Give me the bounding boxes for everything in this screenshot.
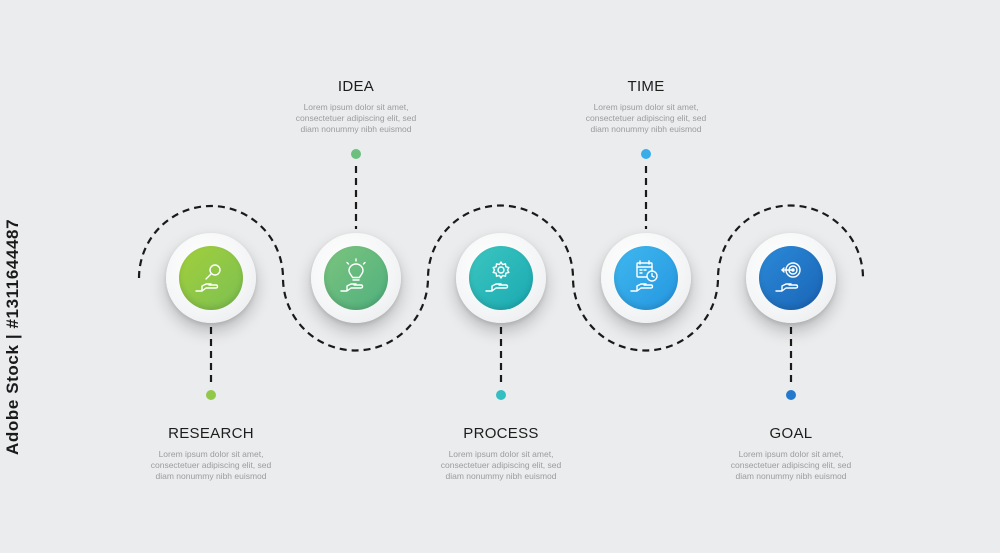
wave-path	[137, 204, 865, 352]
stock-id-watermark: Adobe Stock | #1311644487	[3, 218, 22, 455]
